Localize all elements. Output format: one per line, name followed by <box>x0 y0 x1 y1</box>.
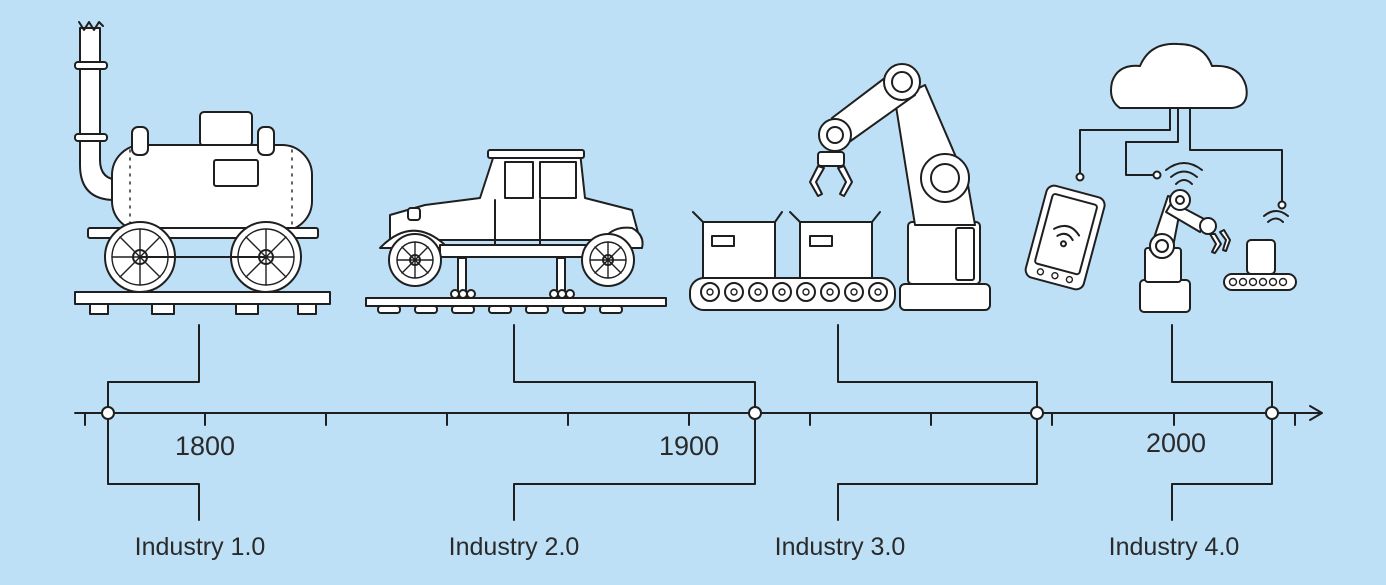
node-industry-2 <box>748 406 762 420</box>
cloud-connected-factory-icon <box>1024 42 1297 313</box>
node-industry-3 <box>1030 406 1044 420</box>
era-label-industry-4: Industry 4.0 <box>1109 533 1240 561</box>
node-industry-1 <box>101 406 115 420</box>
era-brackets <box>107 324 1273 521</box>
steam-locomotive-icon <box>74 21 331 315</box>
year-label-1900: 1900 <box>659 431 719 461</box>
era-label-industry-3: Industry 3.0 <box>775 533 906 561</box>
timeline-axis: 1800 1900 2000 <box>74 405 1323 461</box>
conveyor-rollers <box>700 282 888 302</box>
year-label-1800: 1800 <box>175 431 235 461</box>
tablet-icon <box>1024 184 1106 291</box>
node-industry-4 <box>1265 406 1279 420</box>
robot-arm-conveyor-icon <box>689 63 991 311</box>
axis-nodes <box>101 406 1279 420</box>
car-assembly-icon <box>365 149 667 314</box>
era-label-industry-1: Industry 1.0 <box>135 533 266 561</box>
year-label-2000: 2000 <box>1146 428 1206 458</box>
era-label-industry-2: Industry 2.0 <box>449 533 580 561</box>
axis-ticks <box>84 412 1296 426</box>
